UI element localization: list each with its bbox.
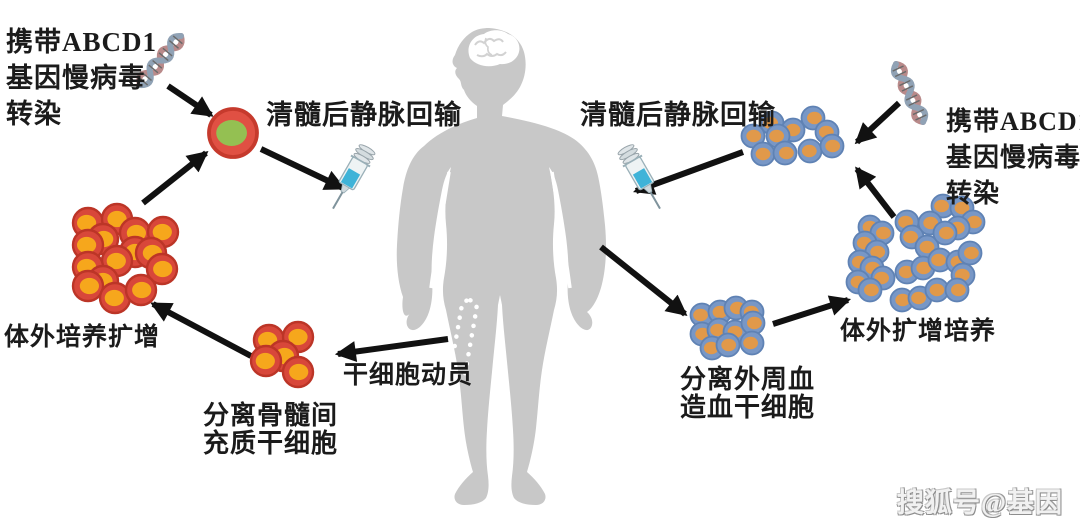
- cell-core: [911, 291, 926, 305]
- cell-core: [954, 201, 970, 215]
- label-isolate-msc: 分离骨髓间 充质干细胞: [203, 402, 338, 458]
- cell-cluster-msc-expanded: [71, 202, 180, 315]
- cell-core: [903, 230, 918, 244]
- label-culture-right: 体外扩增培养: [840, 318, 997, 345]
- cell-core: [77, 236, 97, 254]
- cell-core: [743, 336, 758, 350]
- cell-cluster-hsc-transduced: [740, 105, 845, 167]
- cell-core: [288, 328, 308, 346]
- cell-core: [779, 146, 794, 160]
- cell-core: [951, 283, 966, 297]
- arrow-body-to-hsc-isolation: [599, 244, 688, 317]
- label-line: 基因慢病毒: [6, 63, 146, 93]
- syringe-icon: [617, 144, 661, 210]
- label-mobilization: 干细胞动员: [343, 362, 474, 389]
- label-line: 充质干细胞: [203, 429, 339, 458]
- arrow-cell-to-syringe: [259, 146, 346, 191]
- cell-core: [79, 277, 99, 295]
- dna-icon: [136, 32, 185, 89]
- label-reinfusion-right: 清髓后静脉回输: [580, 100, 776, 130]
- label-lentivirus-left: 携带ABCD1 基因慢病毒 转染: [6, 24, 157, 132]
- cell-core: [964, 246, 979, 260]
- cell-core: [747, 316, 762, 330]
- label-lentivirus-right: 携带ABCD1 基因慢病毒 转染: [946, 104, 1080, 212]
- cell-core: [895, 293, 911, 307]
- label-line: 转染: [946, 179, 1001, 208]
- cell-core: [77, 214, 97, 232]
- cell-core: [825, 139, 841, 153]
- cell-core: [916, 261, 932, 275]
- arrow-hsc-culture-to-hsc: [854, 166, 897, 219]
- cell-cluster-msc-isolated: [249, 320, 315, 389]
- cell-core: [104, 289, 124, 307]
- cell-core: [153, 260, 173, 278]
- cell-core: [870, 245, 886, 259]
- cell-core: [934, 199, 949, 213]
- cell-core: [876, 226, 891, 240]
- syringe-icon: [332, 144, 376, 210]
- arrows-layer: [141, 83, 902, 362]
- label-line: 转染: [6, 99, 62, 129]
- label-line: 分离骨髓间: [203, 401, 339, 430]
- dna-icon: [890, 61, 929, 126]
- arrow-hsc-isolation-to-culture: [772, 295, 852, 327]
- cell-cluster-hsc-isolated: [689, 295, 766, 361]
- cell-core: [864, 283, 879, 297]
- arrow-msc-culture-to-cell: [141, 150, 209, 206]
- arrow-hsc-to-syringe: [633, 149, 745, 195]
- label-reinfusion-left: 清髓后静脉回输: [266, 100, 462, 130]
- cell-core: [769, 129, 784, 143]
- label-line: 分离外周血: [680, 365, 816, 394]
- transduced-stem-cell: [207, 107, 259, 159]
- cell-core: [755, 147, 771, 161]
- human-body-silhouette: [396, 28, 606, 505]
- cell-core: [132, 281, 152, 299]
- label-line: 携带ABCD1: [6, 27, 158, 57]
- cell-core: [923, 216, 939, 230]
- cell-core: [107, 210, 127, 228]
- cell-core: [289, 363, 309, 381]
- cell-core: [216, 120, 248, 146]
- cell-core: [929, 283, 945, 297]
- cell-core: [106, 252, 126, 270]
- cell-core: [152, 223, 172, 241]
- cell-cluster-hsc-expanded: [845, 193, 986, 313]
- bone-marrow-dotted-marker: [448, 297, 479, 382]
- label-isolate-hsc: 分离外周血 造血干细胞: [680, 366, 815, 422]
- arrow-dna-to-cell: [166, 83, 214, 118]
- label-culture-left: 体外培养扩增: [4, 324, 161, 351]
- cell-core: [919, 240, 935, 254]
- label-line: 携带ABCD1: [946, 107, 1080, 136]
- cell-core: [801, 144, 817, 158]
- arrow-msc-isolation-to-culture: [150, 301, 253, 359]
- label-line: 造血干细胞: [680, 393, 816, 422]
- cell-core: [746, 129, 762, 143]
- cell-core: [807, 111, 822, 125]
- cell-core: [710, 323, 725, 337]
- cell-core: [898, 265, 914, 279]
- cell-core: [255, 352, 275, 370]
- cell-core: [939, 226, 954, 240]
- arrow-body-to-msc-isolation: [334, 336, 449, 362]
- label-line: 基因慢病毒: [946, 143, 1080, 172]
- cell-core: [721, 338, 737, 352]
- brain-icon: [468, 30, 520, 67]
- cell-core: [931, 253, 946, 267]
- arrow-dna-to-hsc: [854, 100, 902, 145]
- cell-core: [967, 215, 982, 229]
- cell-core: [703, 341, 719, 355]
- watermark-sohu: 搜狐号@基因狐: [897, 488, 1064, 518]
- cell-core: [693, 308, 708, 322]
